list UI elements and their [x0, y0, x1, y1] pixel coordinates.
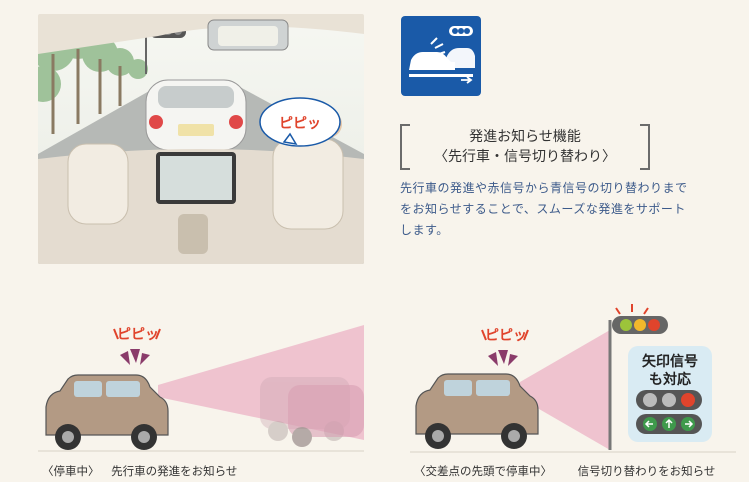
hero-sound-text: ピピッ	[279, 116, 321, 132]
signal-label-line2: も対応	[649, 371, 691, 388]
start-notification-icon	[401, 16, 481, 96]
description-line: をお知らせすることで、スムーズな発進をサポート	[400, 202, 686, 216]
scene2-caption-prefix: 〈交差点の先頭で停車中〉	[414, 464, 552, 478]
scene2-sound-text: ピピッ	[485, 328, 527, 344]
scene2-caption-text: 信号切り替わりをお知らせ	[577, 464, 716, 478]
feature-description: 先行車の発進や赤信号から青信号の切り替わりまで をお知らせすることで、スムーズな…	[400, 178, 730, 241]
description-line: 先行車の発進や赤信号から青信号の切り替わりまで	[400, 181, 688, 195]
scene2-caption: 〈交差点の先頭で停車中〉 信号切り替わりをお知らせ	[414, 463, 715, 479]
scene1-sound-text: ピピッ	[117, 327, 159, 343]
hero-illustration: ピピッ	[38, 14, 364, 264]
feature-title-line2: 〈先行車・信号切り替わり〉	[434, 149, 616, 165]
scene1-caption-text: 先行車の発進をお知らせ	[111, 464, 238, 478]
scene1-caption-prefix: 〈停車中〉	[42, 464, 100, 478]
feature-title: 発進お知らせ機能 〈先行車・信号切り替わり〉	[400, 124, 650, 170]
scene-stopped-illustration: ピピッ	[38, 315, 364, 460]
signal-label-line1: 矢印信号	[642, 353, 698, 370]
title-bracket-left	[400, 124, 410, 170]
description-line: します。	[400, 223, 449, 237]
scene-intersection-illustration: 矢印信号 も対応 ピピッ	[410, 300, 736, 460]
title-bracket-right	[640, 124, 650, 170]
scene1-caption: 〈停車中〉 先行車の発進をお知らせ	[42, 463, 237, 479]
feature-title-line1: 発進お知らせ機能	[469, 129, 581, 145]
